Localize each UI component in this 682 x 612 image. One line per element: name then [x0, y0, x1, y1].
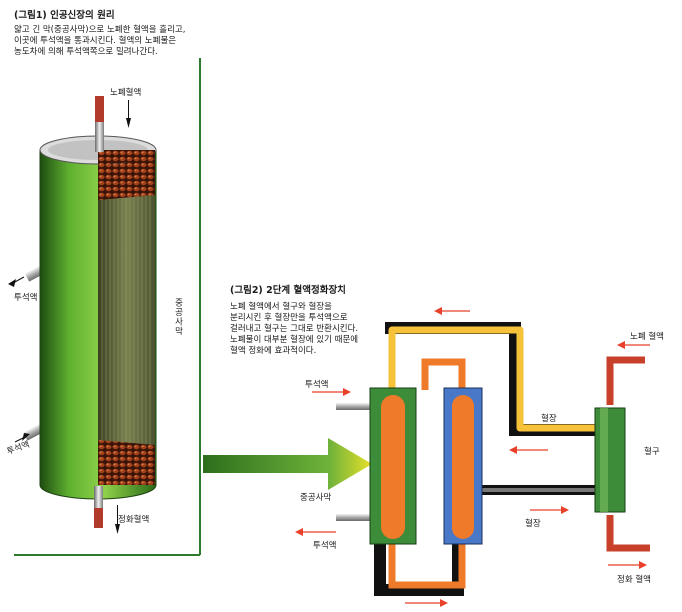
- fig1-label-dialysate-out: 투석액: [14, 293, 38, 303]
- fig1-label-blood-in: 노폐혈액: [110, 88, 142, 98]
- fig2-label-fiber: 중공사막: [300, 493, 332, 503]
- figure1-flow-arrows: [8, 100, 131, 534]
- fig2-label-clean-blood: 정화 혈액: [617, 575, 651, 585]
- figure2-device: [336, 322, 650, 596]
- figure1-desc-line1: 얇고 긴 막(중공사막)으로 노폐한 혈액을 흘리고,: [14, 25, 186, 35]
- fig2-label-blood-cells: 혈구: [644, 447, 660, 457]
- figure1-title: (그림1) 인공신장의 원리: [14, 10, 115, 21]
- figure2-desc-line4: 노폐물이 대부분 혈장에 있기 때문에: [230, 335, 359, 345]
- figure1-cylinder: [39, 135, 157, 500]
- figure1-blood-outlet: [94, 486, 103, 528]
- fig2-label-dialysate-out: 투석액: [313, 541, 337, 551]
- fig1-label-blood-out: 정화혈액: [118, 515, 150, 525]
- figure2-flow-arrows: [295, 307, 650, 607]
- big-transition-arrow: [203, 438, 372, 490]
- fig2-label-dialysate-in: 투석액: [305, 380, 329, 390]
- fig2-label-plasma-top: 혈장: [541, 414, 557, 424]
- figure1-frame: [14, 58, 201, 556]
- figure2-desc-line3: 걸러내고 혈구는 그대로 반환시킨다.: [230, 324, 359, 334]
- fig2-label-plasma-bottom: 혈장: [525, 519, 541, 529]
- figure2-title: (그림2) 2단계 혈액정화장치: [230, 285, 346, 296]
- fig2-label-dirty-blood: 노폐 혈액: [630, 332, 664, 342]
- figure2-desc-line5: 혈액 정화에 효과적이다.: [230, 346, 317, 356]
- fig1-label-fiber: 중공사막: [173, 298, 183, 336]
- figure1-desc-line2: 이곳에 투석액을 통과시킨다. 혈액의 노폐물은: [14, 36, 177, 46]
- figure2-desc-line1: 노폐 혈액에서 혈구와 혈장을: [230, 302, 332, 312]
- figure2-desc-line2: 분리시킨 후 혈장만을 투석액으로: [230, 313, 348, 323]
- figure1-desc-line3: 농도차에 의해 투석액쪽으로 밀려나간다.: [14, 47, 158, 57]
- figure1-blood-inlet: [95, 96, 104, 152]
